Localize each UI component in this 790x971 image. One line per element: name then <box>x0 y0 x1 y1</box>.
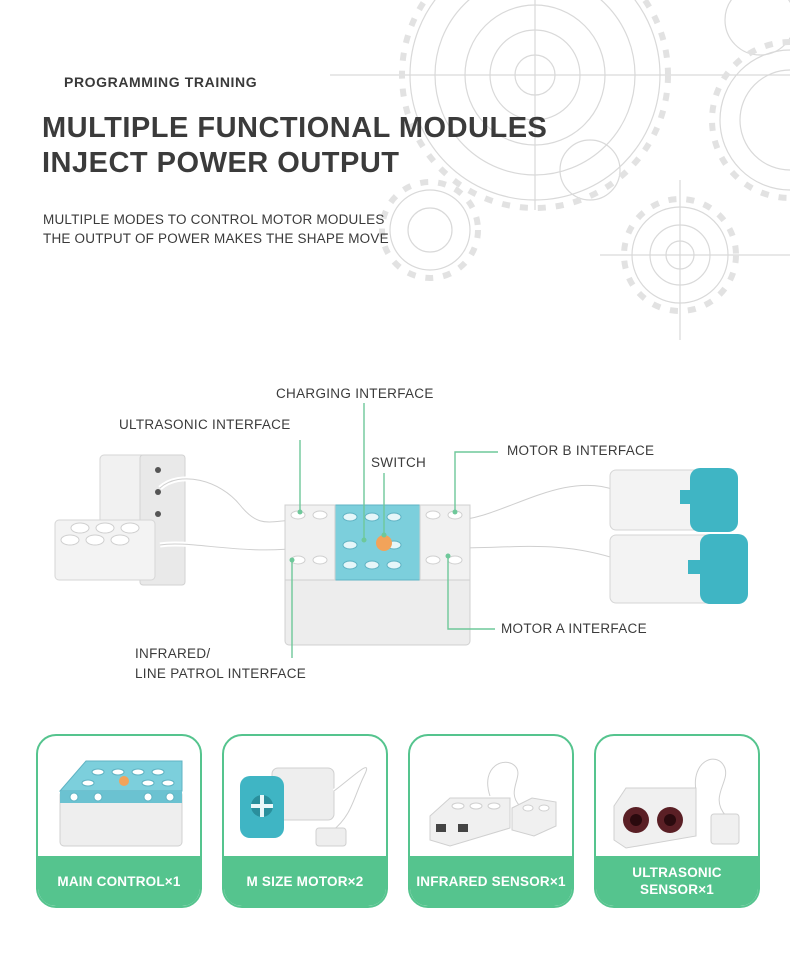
eyebrow-text: PROGRAMMING TRAINING <box>64 74 258 90</box>
callout-ultrasonic-interface: ULTRASONIC INTERFACE <box>119 417 291 432</box>
card-ultrasonic-sensor: ULTRASONIC SENSOR×1 <box>594 734 760 908</box>
card-label-infrared-sensor: INFRARED SENSOR×1 <box>410 856 572 906</box>
main-control-icon <box>58 760 183 847</box>
callout-infrared-line-2: LINE PATROL INTERFACE <box>135 666 307 681</box>
main-control-illustration <box>284 504 471 646</box>
infrared-sensor-icon <box>429 759 557 847</box>
page-title: MULTIPLE FUNCTIONAL MODULES INJECT POWER… <box>42 111 547 181</box>
card-infrared-sensor: INFRARED SENSOR×1 <box>408 734 574 908</box>
ultrasonic-sensor-icon <box>613 756 740 849</box>
title-line-1: MULTIPLE FUNCTIONAL MODULES <box>42 112 548 144</box>
callout-charging-interface: CHARGING INTERFACE <box>276 386 434 401</box>
callout-switch: SWITCH <box>371 455 427 470</box>
callout-motor-a-interface: MOTOR A INTERFACE <box>501 621 647 636</box>
callout-infrared-interface: INFRARED/ LINE PATROL INTERFACE <box>135 644 306 684</box>
subtitle-line-2: THE OUTPUT OF POWER MAKES THE SHAPE MOVE <box>43 231 389 246</box>
gear-background-icon <box>330 0 790 340</box>
card-label-ultrasonic-sensor: ULTRASONIC SENSOR×1 <box>596 856 758 906</box>
callout-motor-b-interface: MOTOR B INTERFACE <box>507 443 655 458</box>
callout-infrared-line-1: INFRARED/ <box>135 646 211 661</box>
card-label-m-size-motor: M SIZE MOTOR×2 <box>224 856 386 906</box>
motor-b-illustration <box>609 468 738 532</box>
card-label-main-control: MAIN CONTROL×1 <box>38 856 200 906</box>
title-line-2: INJECT POWER OUTPUT <box>42 147 400 179</box>
card-main-control: MAIN CONTROL×1 <box>36 734 202 908</box>
subtitle: MULTIPLE MODES TO CONTROL MOTOR MODULES … <box>43 210 389 248</box>
motor-icon <box>240 765 369 847</box>
motor-a-illustration <box>609 534 748 604</box>
card-m-size-motor: M SIZE MOTOR×2 <box>222 734 388 908</box>
ultrasonic-sensor-illustration <box>54 454 186 586</box>
product-diagram <box>54 403 748 658</box>
subtitle-line-1: MULTIPLE MODES TO CONTROL MOTOR MODULES <box>43 212 385 227</box>
